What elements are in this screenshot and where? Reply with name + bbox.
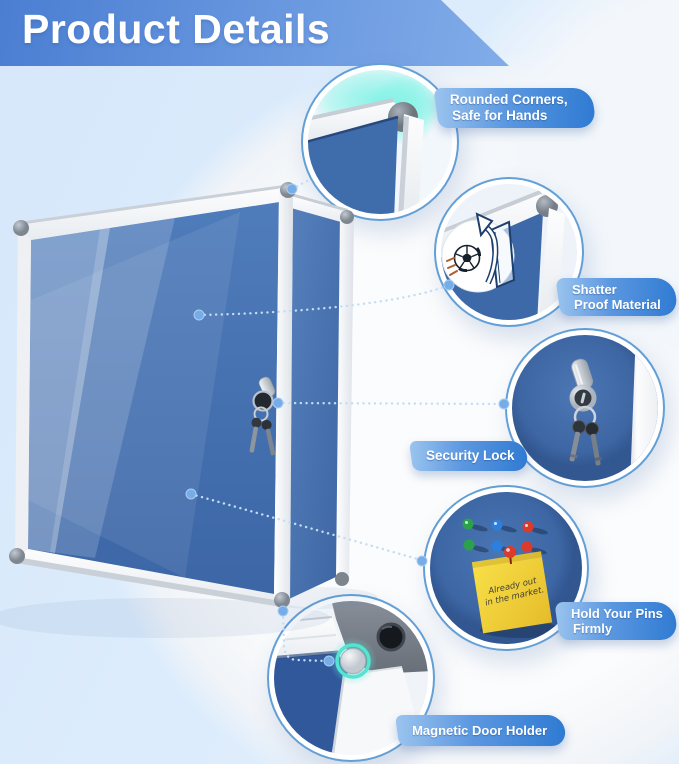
key [569, 420, 586, 462]
felt-surface [308, 118, 398, 214]
soccer-ball-icon [453, 244, 481, 273]
callout-label: Hold Your Pins [570, 606, 663, 621]
security-lock-photo [512, 335, 658, 481]
push-pin [463, 539, 475, 551]
callout-pill-hold-pins: Hold Your Pins Firmly [554, 602, 679, 640]
pins-photo: Already out in the market. [430, 492, 582, 644]
callout-label: Shatter [571, 282, 617, 297]
callout-label: Rounded Corners, [449, 92, 568, 107]
callout-label: Magnetic Door Holder [412, 722, 548, 738]
callout-circle-security-lock [505, 328, 665, 488]
callout-circle-rounded-corner [301, 63, 459, 221]
bounce-arrow-icon [475, 212, 499, 285]
corner-cap [9, 548, 25, 564]
lock-with-keys [569, 358, 602, 466]
push-pin [521, 541, 533, 553]
door-left-stile [15, 225, 31, 559]
key [585, 422, 602, 466]
rounded-corner-photo [308, 70, 452, 214]
callout-label: Proof Material [574, 297, 661, 312]
push-pins [462, 518, 548, 555]
screw-hole [376, 622, 406, 652]
callout-pill-magnetic-holder: Magnetic Door Holder [394, 715, 568, 746]
frame-top-rail [308, 102, 404, 141]
motion-lines [446, 257, 458, 276]
callout-label: Safe for Hands [452, 108, 548, 123]
push-pin [491, 540, 503, 552]
sticky-note: Already out in the market. [471, 551, 553, 634]
note-pin [504, 546, 516, 565]
callout-pill-shatter-proof: Shatter Proof Material [555, 278, 679, 316]
callout-circle-shatter-proof [434, 177, 584, 327]
shatter-proof-photo [441, 184, 577, 320]
push-pin [522, 521, 534, 533]
page-title: Product Details [22, 6, 331, 52]
push-pin [491, 519, 503, 531]
title-banner: Product Details [0, 0, 509, 66]
callout-label: Firmly [573, 621, 613, 636]
callout-pill-security-lock: Security Lock [408, 441, 530, 471]
push-pin [462, 518, 474, 530]
corner-cap [13, 220, 29, 236]
callout-label: Security Lock [426, 448, 515, 463]
magnet-icon [329, 637, 377, 685]
callout-pill-rounded-corners: Rounded Corners, Safe for Hands [433, 88, 597, 128]
